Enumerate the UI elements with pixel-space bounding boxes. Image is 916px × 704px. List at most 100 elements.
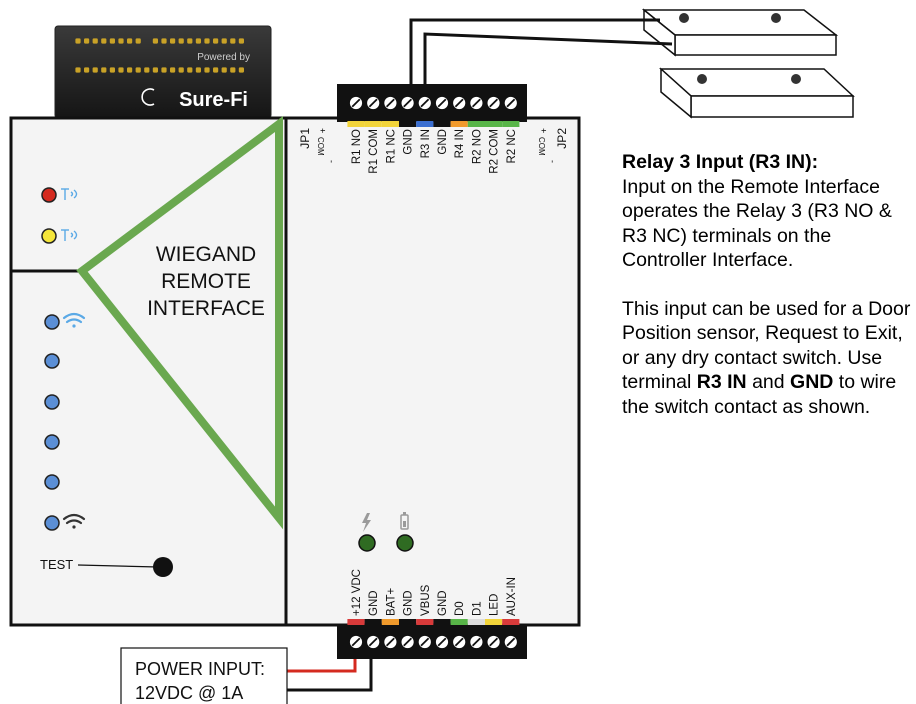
info-paragraph-2-part-2: to wire the switch contact as shown. [622, 371, 897, 418]
bottom-wire-color-bar [364, 619, 382, 625]
top-wire-color-bar [502, 121, 520, 127]
terminal-screw [400, 95, 415, 111]
terminal-screw [366, 95, 381, 111]
terminal-screw [348, 634, 364, 650]
bottom-terminal-label: GND [368, 590, 380, 616]
terminal-screw [469, 634, 484, 650]
jp2-label: JP2 [555, 128, 569, 149]
title-line-2: REMOTE [161, 270, 251, 293]
info-r3in-term: R3 IN [696, 371, 747, 393]
top-terminal-label: R2 COM [489, 129, 501, 174]
door-contact-sensor [641, 8, 855, 119]
power-input-box: POWER INPUT: 12VDC @ 1A [120, 647, 288, 704]
terminal-screw [348, 95, 364, 111]
bottom-terminal-label: GND [403, 590, 415, 616]
bottom-wire-color-bar [381, 619, 399, 625]
bottom-wire-color-bar [485, 619, 503, 625]
top-wire-color-bar [433, 121, 451, 127]
sensor-wires [409, 18, 673, 85]
power-input-line-1: POWER INPUT: [135, 659, 265, 679]
header-pin [75, 38, 81, 44]
header-pin [127, 67, 133, 73]
header-pin [161, 38, 167, 44]
header-pin [230, 67, 236, 73]
terminal-screw [486, 95, 501, 111]
status-led-panel: TEST [40, 187, 173, 577]
jp1-label: JP1 [298, 128, 312, 149]
header-pin [195, 38, 201, 44]
top-wire-color-bar [347, 121, 365, 127]
bottom-terminal-label: D0 [454, 601, 466, 616]
top-wire-color-bar [416, 121, 434, 127]
header-pin [152, 67, 158, 73]
red-led [41, 187, 57, 203]
wifi-icon [62, 513, 86, 529]
yellow-led [41, 228, 57, 244]
header-pin [221, 38, 227, 44]
top-wire-color-bar [381, 121, 399, 127]
top-wire-color-bar [364, 121, 382, 127]
terminal-screw [503, 95, 518, 111]
header-pin [118, 38, 124, 44]
info-gnd-term: GND [790, 371, 834, 393]
bottom-terminal-label: +12 VDC [351, 569, 363, 616]
header-pin [109, 67, 115, 73]
header-pin [84, 38, 90, 44]
surefi-logo-icon [141, 88, 155, 106]
header-pin [92, 67, 98, 73]
terminal-screw [366, 634, 381, 650]
info-paragraph-2-part-1: This input can be used for a Door Positi… [622, 297, 911, 394]
bottom-terminal-block [337, 625, 527, 659]
header-pin [170, 38, 176, 44]
battery-icon [400, 512, 409, 530]
bottom-terminal-label: GND [437, 590, 449, 616]
module-title: WIEGAND REMOTE INTERFACE [147, 243, 265, 320]
header-pin [238, 67, 244, 73]
jp1-minus: - [327, 160, 337, 163]
header-pin [135, 38, 141, 44]
jp2-jumper: + COM - JP2 [537, 128, 569, 163]
power-wires [285, 659, 373, 692]
test-button[interactable] [153, 557, 173, 577]
blue-led-3 [44, 394, 60, 410]
header-pin [101, 38, 107, 44]
header-pin [195, 67, 201, 73]
bottom-terminal-label: VBUS [420, 584, 432, 616]
header-pin [238, 38, 244, 44]
header-pin [101, 67, 107, 73]
jp2-com: COM [537, 137, 546, 156]
surefi-radio-module: Powered by Sure-Fi [54, 25, 272, 119]
title-line-3: INTERFACE [147, 297, 265, 320]
terminal-screw [434, 95, 450, 111]
powered-by-label: Powered by [197, 52, 250, 63]
header-pin [230, 38, 236, 44]
blue-led-1 [44, 314, 60, 330]
header-pin [109, 38, 115, 44]
bottom-wire-color-bar [347, 619, 365, 625]
top-terminal-label: R2 NC [506, 129, 518, 164]
test-label: TEST [40, 557, 73, 572]
info-heading: Relay 3 Input (R3 IN): [622, 151, 819, 173]
terminal-screw [469, 95, 484, 111]
header-pin [187, 67, 193, 73]
power-indicator-led [358, 534, 376, 552]
blue-led-6 [44, 515, 60, 531]
header-pin [144, 67, 150, 73]
power-input-line-2: 12VDC @ 1A [135, 683, 243, 703]
bottom-terminal-label: D1 [471, 601, 483, 616]
terminal-screw [452, 634, 467, 650]
top-terminal-label: GND [437, 129, 449, 155]
bottom-terminal-label: BAT+ [385, 587, 397, 616]
header-pin [178, 67, 184, 73]
jp2-plus: + [539, 128, 549, 133]
jp1-jumper: JP1 + COM - [298, 128, 336, 163]
header-pin [170, 67, 176, 73]
header-pin [187, 38, 193, 44]
terminal-screw [503, 634, 518, 650]
header-pins [75, 38, 244, 73]
header-pin [84, 67, 90, 73]
jp1-plus: + [318, 128, 328, 133]
bottom-wire-color-bar [399, 619, 417, 625]
top-terminal-block [337, 84, 527, 122]
